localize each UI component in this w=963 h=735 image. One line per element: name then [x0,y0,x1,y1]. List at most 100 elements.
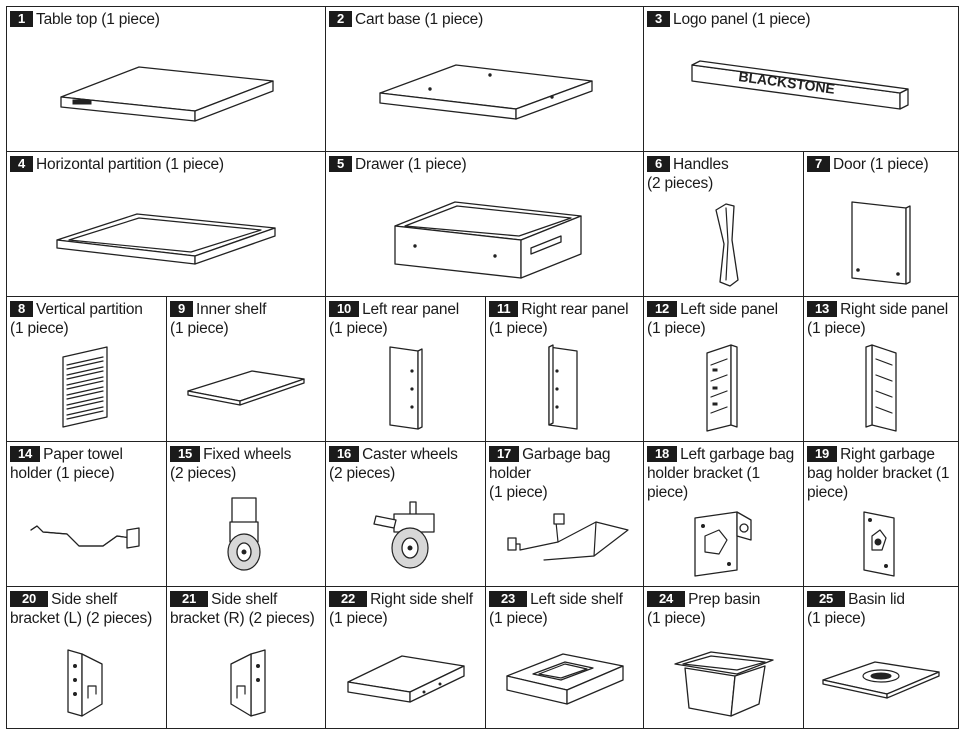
part-number-badge: 1 [10,11,34,27]
table-top-icon [60,66,274,122]
part-number-badge: 14 [10,446,41,462]
part-quantity: (1 piece) [647,610,706,627]
part-name: Vertical partition [36,301,143,318]
part-name: Right side shelf [370,591,473,608]
part-number-badge: 6 [647,156,671,172]
part-number-badge: 25 [807,591,846,607]
part-number-badge: 9 [170,301,194,317]
part-name: Left garbage bag holder bracket [647,446,795,482]
part-quantity: (1 piece) [751,11,811,28]
part-number-badge: 11 [489,301,519,317]
part-quantity: (1 piece) [807,465,950,501]
part-name: Left rear panel [362,301,460,318]
part-quantity: (1 piece) [647,320,706,337]
logo-panel-icon: BLACKSTONE [691,60,909,110]
part-number-badge: 2 [329,11,353,27]
paper-towel-holder-icon [29,525,140,549]
part-number-badge: 24 [647,591,686,607]
part-quantity: (1 piece) [489,320,548,337]
part-quantity: (2 pieces) [329,465,396,482]
right-rear-panel-icon [547,344,578,430]
part-name: Door [833,156,866,173]
part-quantity: (1 piece) [647,465,760,501]
part-number-badge: 17 [489,446,520,462]
part-name: Caster wheels [362,446,458,463]
part-number-badge: 23 [489,591,528,607]
basin-lid-icon [822,661,940,699]
part-number-badge: 8 [10,301,34,317]
right-bracket-icon [863,511,895,577]
part-number-badge: 19 [807,446,838,462]
part-quantity: (2 pieces) [170,465,237,482]
part-quantity: (1 piece) [489,484,548,501]
horizontal-partition-icon [56,213,276,265]
part-name: Left side shelf [530,591,623,608]
part-number-badge: 16 [329,446,360,462]
part-name: Right side panel [840,301,949,318]
part-number-badge: 12 [647,301,678,317]
part-quantity: (1 piece) [329,320,388,337]
left-side-panel-icon [705,344,738,432]
part-number-badge: 10 [329,301,360,317]
part-number-badge: 20 [10,591,49,607]
part-number-badge: 13 [807,301,838,317]
part-number-badge: 3 [647,11,671,27]
part-name: Logo panel [673,11,748,28]
cart-base-icon [378,64,593,120]
part-quantity: (1 piece) [56,465,115,482]
part-number-badge: 5 [329,156,353,172]
part-name: Right garbage bag holder bracket [807,446,935,482]
part-name: Cart base [355,11,421,28]
part-quantity: (1 piece) [407,156,467,173]
left-rear-panel-icon [388,346,423,430]
part-quantity: (1 piece) [165,156,224,173]
part-quantity: (2 pieces) [248,610,315,627]
left-bracket-icon [693,511,752,577]
part-number-badge: 15 [170,446,201,462]
part-name: Left side panel [680,301,778,318]
part-name: Handles [673,156,729,173]
handle-icon [714,203,739,287]
part-quantity: (2 pieces) [86,610,153,627]
garbage-bag-holder-icon [506,513,629,561]
inner-shelf-icon [187,370,305,406]
part-number-badge: 21 [170,591,209,607]
right-side-shelf-icon [346,655,465,703]
part-name: Horizontal partition [36,156,162,173]
part-quantity: (1 piece) [170,320,229,337]
part-name: Fixed wheels [203,446,292,463]
part-number-badge: 18 [647,446,678,462]
side-shelf-bracket-left-icon [66,649,103,717]
part-name: Prep basin [688,591,761,608]
part-name: Garbage bag holder [489,446,611,482]
part-quantity: (1 piece) [807,320,866,337]
left-side-shelf-icon [505,653,624,705]
part-name: Drawer [355,156,404,173]
fixed-wheel-icon [227,497,261,571]
part-number-badge: 7 [807,156,831,172]
part-quantity: (1 piece) [329,610,388,627]
part-name: Side shelf bracket (L) [10,591,118,627]
caster-wheel-icon [372,501,435,569]
vertical-partition-icon [61,346,108,428]
part-quantity: (1 piece) [10,320,69,337]
